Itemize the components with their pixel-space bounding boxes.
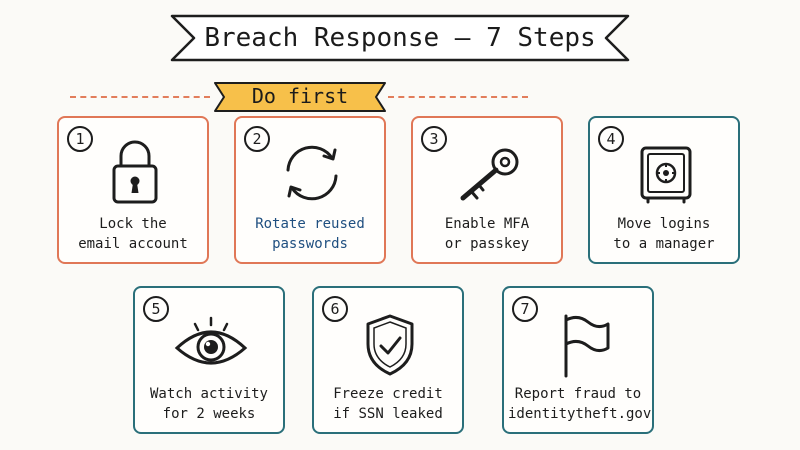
shield-check-icon bbox=[366, 314, 414, 376]
eye-icon bbox=[174, 316, 248, 365]
step-label: Freeze credit if SSN leaked bbox=[318, 384, 458, 424]
step-label-line-2: passwords bbox=[272, 236, 348, 252]
step-label-line-2: if SSN leaked bbox=[333, 406, 443, 422]
step-label-line-1: Rotate reused bbox=[255, 216, 365, 232]
step-label-line-1: Move logins bbox=[617, 216, 711, 232]
step-card-lock-email: 1 Lock the email account bbox=[57, 116, 209, 264]
step-number: 1 bbox=[67, 126, 93, 152]
do-first-tag: Do first bbox=[213, 80, 387, 114]
step-card-report-fraud: 7 Report fraud to identitytheft.gov bbox=[502, 286, 654, 434]
refresh-arrows-icon bbox=[286, 145, 338, 201]
step-label: Report fraud to identitytheft.gov bbox=[508, 384, 652, 424]
step-label-line-1: Lock the bbox=[99, 216, 167, 232]
step-card-password-manager: 4 Move logins to a manager bbox=[588, 116, 740, 264]
step-number: 4 bbox=[598, 126, 624, 152]
step-label-line-1: Freeze credit bbox=[333, 386, 443, 402]
step-label: Lock the email account bbox=[63, 214, 203, 254]
ribbon-shape bbox=[170, 14, 630, 62]
divider-right bbox=[388, 96, 528, 98]
step-label-line-2: email account bbox=[78, 236, 188, 252]
step-number: 3 bbox=[421, 126, 447, 152]
key-icon bbox=[460, 148, 519, 201]
step-label: Enable MFA or passkey bbox=[417, 214, 557, 254]
step-label: Watch activity for 2 weeks bbox=[139, 384, 279, 424]
page-title: Breach Response — 7 Steps bbox=[204, 23, 596, 53]
padlock-icon bbox=[112, 140, 158, 204]
step-label-line-1: Enable MFA bbox=[444, 216, 530, 232]
step-card-rotate-passwords: 2 Rotate reused passwords bbox=[234, 116, 386, 264]
step-number: 5 bbox=[143, 296, 169, 322]
step-label-line-1: Watch activity bbox=[149, 386, 268, 402]
flag-icon bbox=[564, 314, 610, 378]
step-label-line-2: identitytheft.gov bbox=[508, 406, 652, 422]
step-label-line-2: or passkey bbox=[444, 236, 530, 252]
step-number: 2 bbox=[244, 126, 270, 152]
step-label-line-2: to a manager bbox=[613, 236, 715, 252]
step-card-enable-mfa: 3 Enable MFA or passkey bbox=[411, 116, 563, 264]
step-number: 6 bbox=[322, 296, 348, 322]
do-first-label: Do first bbox=[251, 84, 349, 108]
step-label-line-2: for 2 weeks bbox=[162, 406, 256, 422]
step-card-watch-activity: 5 Watch activity for 2 weeks bbox=[133, 286, 285, 434]
tag-ribbon-shape bbox=[214, 82, 386, 112]
title-banner: Breach Response — 7 Steps bbox=[0, 0, 800, 80]
divider-left bbox=[70, 96, 210, 98]
step-label: Rotate reused passwords bbox=[240, 214, 380, 254]
step-label-line-1: Report fraud to bbox=[514, 386, 642, 402]
vault-safe-icon bbox=[640, 146, 692, 204]
step-card-freeze-credit: 6 Freeze credit if SSN leaked bbox=[312, 286, 464, 434]
step-number: 7 bbox=[512, 296, 538, 322]
step-label: Move logins to a manager bbox=[594, 214, 734, 254]
